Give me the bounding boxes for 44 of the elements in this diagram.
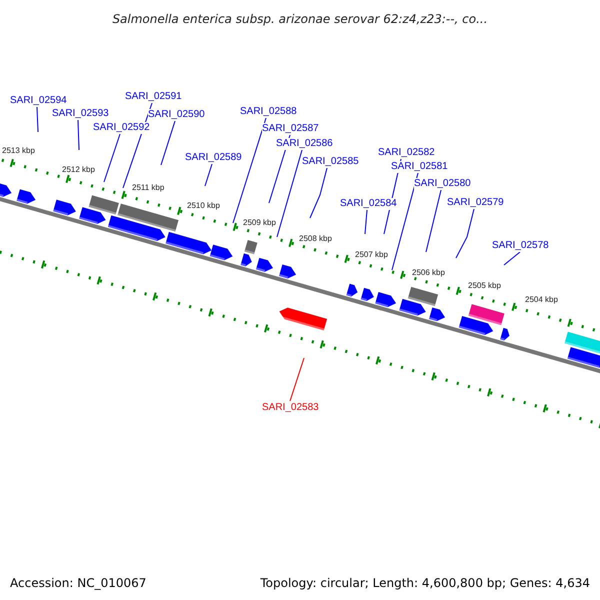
leader-line: [456, 208, 474, 258]
leader-line: [36, 106, 38, 132]
leader-line: [232, 118, 266, 224]
gene-label: SARI_02585: [302, 156, 359, 168]
leader-line: [392, 172, 418, 270]
position-label: 2509 kbp: [243, 218, 276, 228]
gene-label: SARI_02587: [262, 123, 319, 135]
gene-label: SARI_02578: [492, 240, 549, 252]
leader-line: [78, 120, 80, 150]
gene-label: SARI_02586: [276, 138, 333, 150]
gene-label: SARI_02583: [262, 402, 319, 414]
leader-line: [276, 150, 302, 238]
gene-label: SARI_02579: [447, 197, 504, 209]
gene-label: SARI_02581: [391, 161, 448, 173]
position-label: 2510 kbp: [187, 201, 220, 211]
leader-line: [364, 210, 368, 234]
title: Salmonella enterica subsp. arizonae serovar 62:z4,z23:--, co...: [111, 12, 489, 26]
leader-line: [504, 252, 520, 266]
leader-line: [426, 190, 442, 252]
gene-label: SARI_02580: [414, 178, 471, 190]
position-label: 2506 kbp: [412, 268, 445, 278]
gene-label: SARI_02588: [240, 106, 297, 118]
leader-line: [204, 164, 212, 186]
gene-label: SARI_02592: [93, 122, 150, 134]
gene-label: SARI_02590: [148, 109, 205, 121]
leader-line: [290, 358, 304, 402]
gene-label: SARI_02584: [340, 198, 397, 210]
footer-text: Topology: circular; Length: 4,600,800 bp; Genes: 4,634: [260, 576, 590, 590]
position-label: 2505 kbp: [468, 281, 501, 291]
leader-line: [104, 134, 120, 182]
position-label: 2504 kbp: [525, 295, 558, 305]
gene-label: SARI_02591: [125, 91, 182, 103]
gene-label: SARI_02594: [10, 95, 67, 107]
gene-label: SARI_02593: [52, 108, 109, 120]
position-label: 2511 kbp: [132, 183, 164, 193]
position-label: 2513 kbp: [2, 146, 35, 156]
position-label: 2507 kbp: [355, 250, 388, 260]
gene-label: SARI_02582: [378, 147, 435, 159]
footer-text: Accession: NC_010067: [10, 576, 146, 590]
gene-label: SARI_02589: [185, 152, 242, 164]
leader-line: [160, 120, 176, 166]
position-label: 2508 kbp: [299, 234, 332, 244]
leader-line: [310, 168, 328, 218]
position-label: 2512 kbp: [62, 165, 95, 175]
